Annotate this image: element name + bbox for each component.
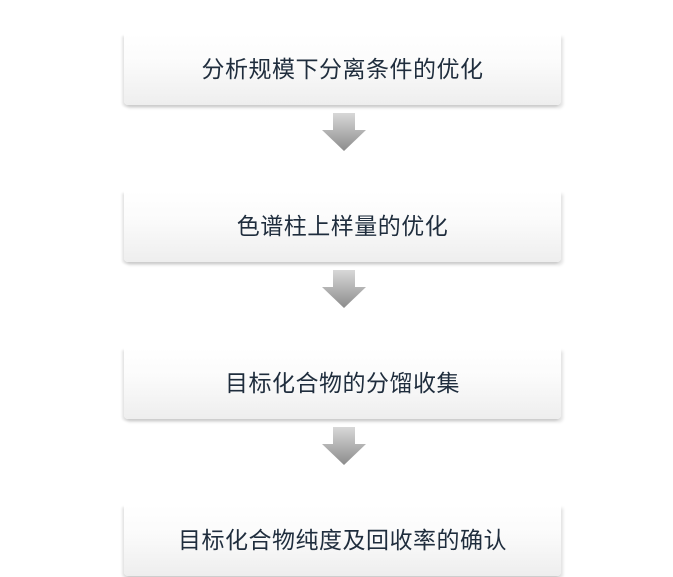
step-label-2: 色谱柱上样量的优化 [236, 214, 449, 240]
step-box-1: 分析规模下分离条件的优化 [124, 34, 561, 105]
down-arrow-icon [322, 113, 366, 151]
step-label-4: 目标化合物纯度及回收率的确认 [178, 528, 507, 554]
step-box-2: 色谱柱上样量的优化 [124, 191, 561, 262]
down-arrow-icon [322, 270, 366, 308]
down-arrow-icon [322, 427, 366, 465]
step-label-3: 目标化合物的分馏收集 [225, 371, 460, 397]
step-label-1: 分析规模下分离条件的优化 [201, 57, 484, 83]
step-box-3: 目标化合物的分馏收集 [124, 348, 561, 419]
step-box-4: 目标化合物纯度及回收率的确认 [124, 505, 561, 576]
